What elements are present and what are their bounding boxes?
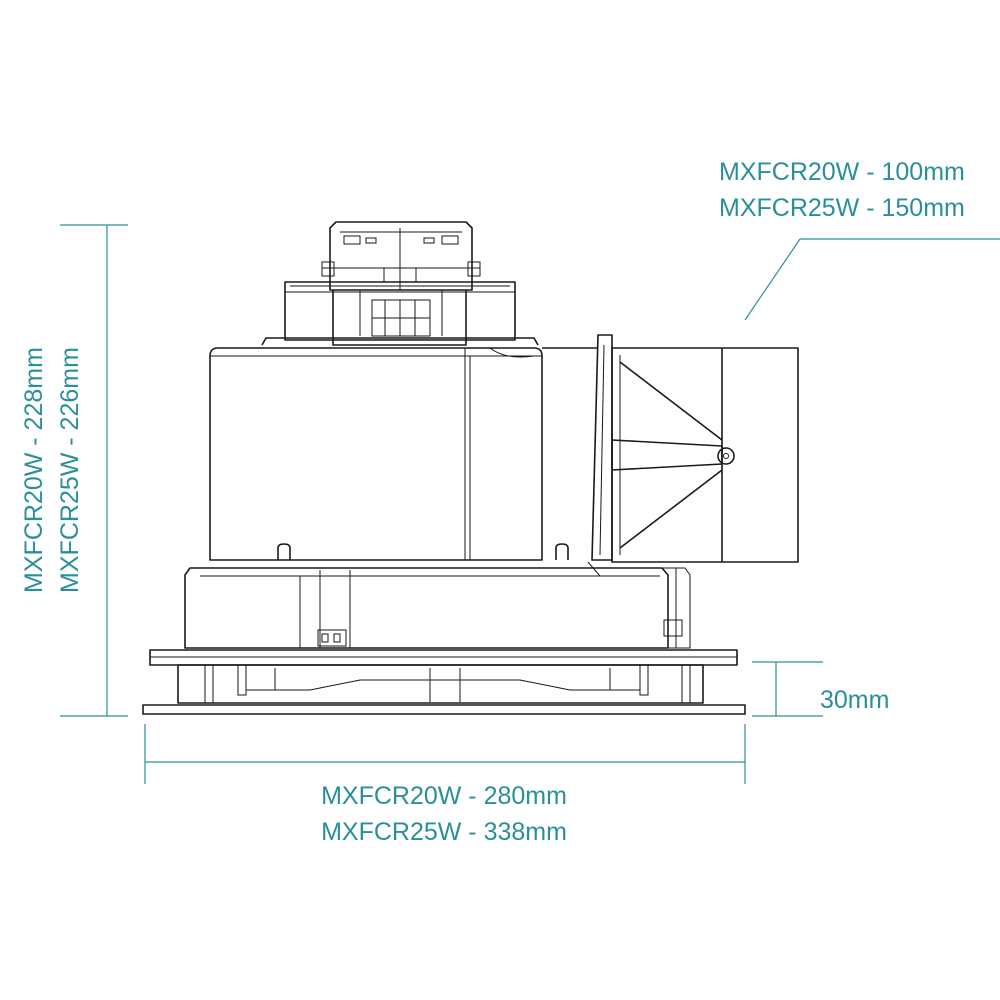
grille-assembly [142, 664, 746, 715]
mounting-chassis [184, 561, 691, 649]
dimension-labels: MXFCR20W - 100mm MXFCR25W - 150mm MXFCR2… [20, 158, 965, 846]
dimension-lines [60, 224, 1000, 784]
height-label-line2: MXFCR25W - 226mm [56, 347, 84, 593]
grille-depth-dimension [752, 661, 823, 717]
duct-spigot [591, 334, 799, 563]
width-label-line1: MXFCR20W - 280mm [321, 782, 567, 810]
height-label-line1: MXFCR20W - 228mm [20, 347, 48, 593]
duct-leader [744, 238, 1000, 321]
grille-depth-label: 30mm [820, 686, 889, 714]
width-dimension [144, 724, 746, 784]
motor-housing [261, 281, 539, 346]
fan-drawing [142, 221, 799, 715]
height-dimension [60, 224, 128, 717]
width-label-line2: MXFCR25W - 338mm [321, 818, 567, 846]
fan-body [209, 347, 598, 561]
duct-label-line2: MXFCR25W - 150mm [719, 194, 965, 222]
terminal-box [321, 221, 481, 291]
ceiling-flange [149, 649, 738, 666]
duct-label-line1: MXFCR20W - 100mm [719, 158, 965, 186]
